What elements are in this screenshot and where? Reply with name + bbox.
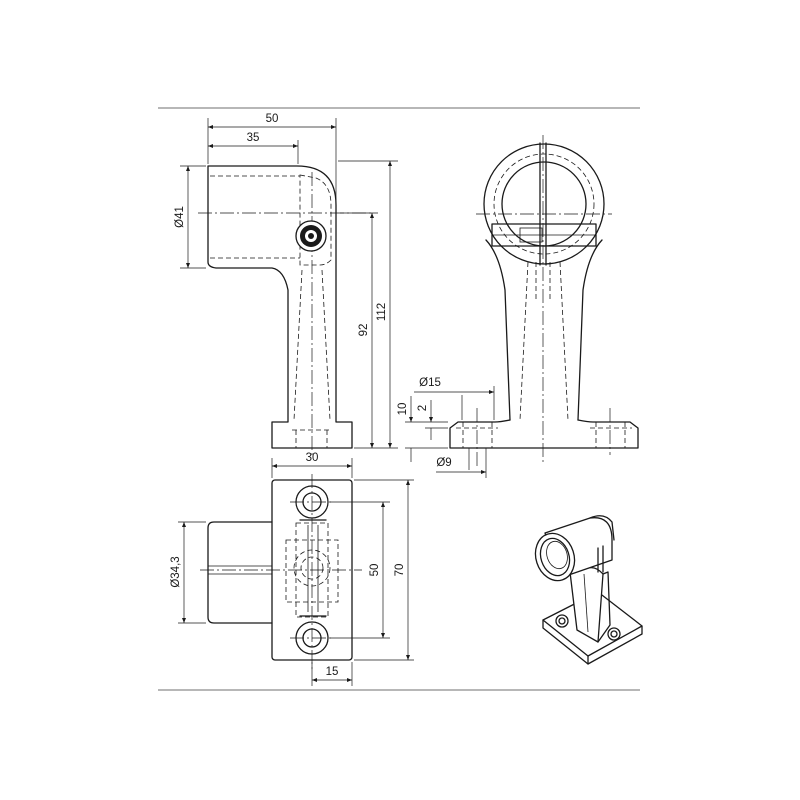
dim-base-thickness: 10 [397, 403, 409, 416]
dim-bore-diameter: Ø34,3 [170, 556, 182, 587]
dim-width-tube: 35 [247, 132, 260, 144]
front-view [180, 118, 398, 455]
dim-hole-offset: 15 [326, 666, 339, 678]
isometric-view [534, 515, 643, 665]
dim-base-width: 30 [306, 452, 319, 464]
dim-counterbore-diameter: Ø15 [419, 377, 441, 389]
dim-counterbore-depth: 2 [417, 405, 429, 411]
dim-base-length: 70 [394, 564, 406, 577]
dim-hole-spacing: 50 [369, 564, 381, 577]
dim-hole-diameter: Ø9 [436, 457, 451, 469]
dim-tube-diameter: Ø41 [174, 206, 186, 228]
dim-height-overall: 112 [376, 303, 388, 321]
dimension-labels: 50 35 Ø41 92 112 Ø15 10 2 Ø9 30 Ø34,3 50… [170, 113, 452, 678]
top-view [178, 458, 414, 686]
dim-height-axis: 92 [358, 324, 370, 337]
dim-width-overall: 50 [266, 113, 279, 125]
side-view [405, 135, 639, 478]
